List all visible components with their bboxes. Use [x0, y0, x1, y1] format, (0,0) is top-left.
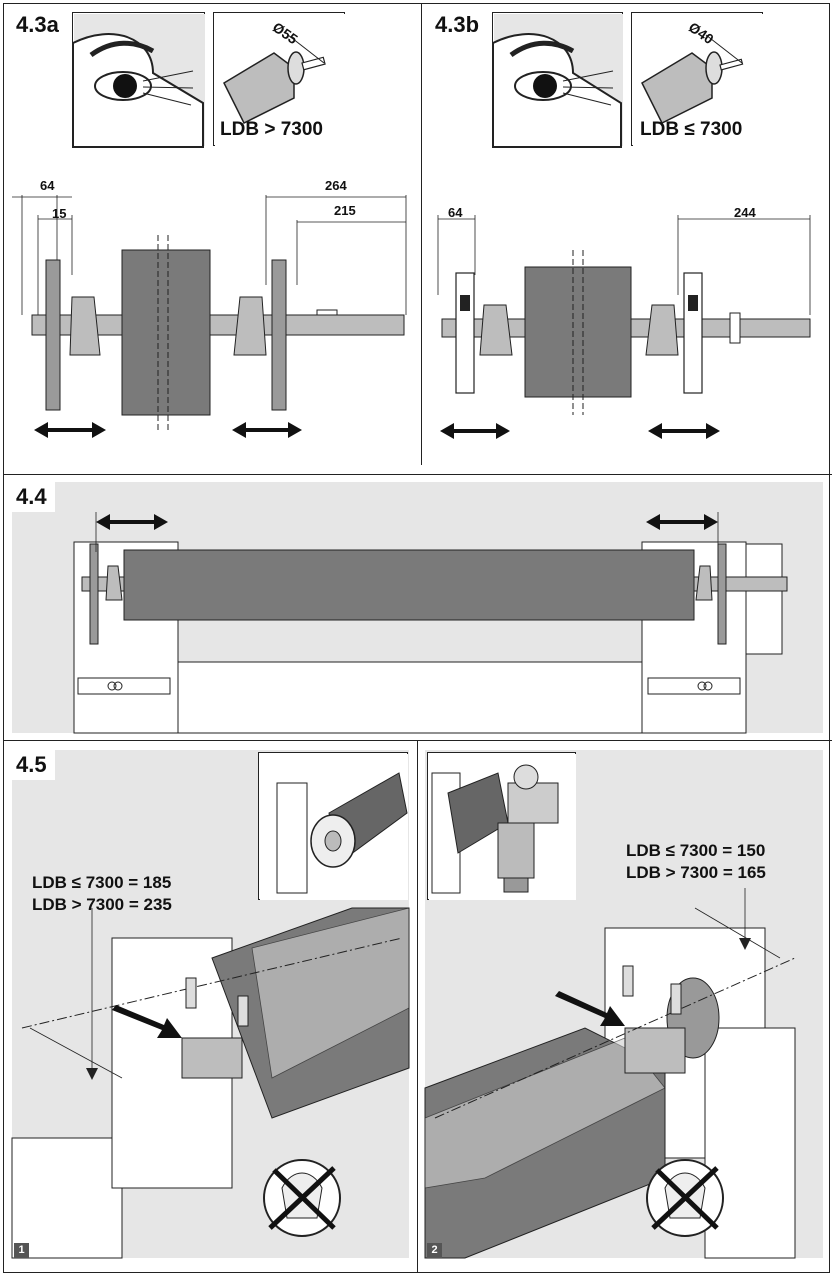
- dim-15: 15: [52, 206, 67, 221]
- adjust-arrow-left: [34, 422, 106, 438]
- roller-section-drawing-4-3b: [437, 215, 811, 439]
- dim-264: 264: [325, 178, 347, 193]
- shaft-diameter-thumbnail-b: Ø40 LDB ≤ 7300: [631, 12, 763, 146]
- shaft-end-icon: [215, 14, 345, 146]
- dim-244: 244: [734, 205, 756, 220]
- panel-label-4-5: 4.5: [8, 750, 55, 780]
- bolt-icon: [185, 977, 249, 1027]
- shaft-diameter-thumbnail: Ø55 LDB > 7300: [213, 12, 345, 146]
- adjust-arrow-right: [646, 514, 718, 530]
- adjust-arrow-right: [648, 423, 720, 439]
- page-frame: [3, 3, 830, 1273]
- no-force-icon: [646, 1159, 724, 1237]
- eye-icon: [492, 14, 623, 148]
- dim-215: 215: [334, 203, 356, 218]
- roller-section-drawing-4-3a: [12, 195, 407, 438]
- panel-label-4-4: 4.4: [8, 482, 55, 512]
- eye-inspection-thumbnail-b: [492, 12, 623, 148]
- divider-step1-step2: [417, 740, 418, 1273]
- eye-inspection-thumbnail: [72, 12, 205, 148]
- dim-64: 64: [448, 205, 463, 220]
- step2-detail-inset: [427, 752, 576, 900]
- step1-ldb-values: LDB ≤ 7300 = 185 LDB > 7300 = 235: [32, 872, 172, 916]
- push-arrow: [112, 1005, 182, 1038]
- divider-4-3-4-4: [3, 474, 832, 475]
- step1-ldb-line2: LDB > 7300 = 235: [32, 895, 172, 914]
- ldb-condition-label: LDB > 7300: [220, 119, 323, 140]
- step-number-1: 1: [14, 1243, 29, 1258]
- roller-installed-drawing: [73, 512, 788, 734]
- dim-64: 64: [40, 178, 55, 193]
- divider-4-3a-4-3b: [421, 3, 422, 465]
- adjust-arrow-left: [96, 514, 168, 530]
- step-number-2: 2: [427, 1243, 442, 1258]
- panel-label-4-3b: 4.3b: [427, 10, 488, 40]
- bolt-icon: [622, 965, 682, 1015]
- adjust-arrow-left: [440, 423, 510, 439]
- push-arrow: [555, 991, 625, 1026]
- step2-ldb-values: LDB ≤ 7300 = 150 LDB > 7300 = 165: [626, 840, 766, 884]
- step2-mounting-drawing: [424, 888, 796, 1259]
- adjust-arrow-right: [232, 422, 302, 438]
- step2-ldb-line1: LDB ≤ 7300 = 150: [626, 841, 766, 860]
- step1-mounting-drawing: [11, 907, 410, 1259]
- ldb-condition-label: LDB ≤ 7300: [640, 119, 743, 140]
- panel-label-4-3a: 4.3a: [8, 10, 67, 40]
- shaft-end-icon: [633, 14, 763, 146]
- bearing-housing-icon: [260, 754, 408, 900]
- gear-motor-icon: [429, 754, 576, 900]
- step2-ldb-line2: LDB > 7300 = 165: [626, 863, 766, 882]
- step1-ldb-line1: LDB ≤ 7300 = 185: [32, 873, 172, 892]
- step1-detail-inset: [258, 752, 408, 900]
- no-force-icon: [263, 1159, 341, 1237]
- eye-icon: [72, 14, 205, 148]
